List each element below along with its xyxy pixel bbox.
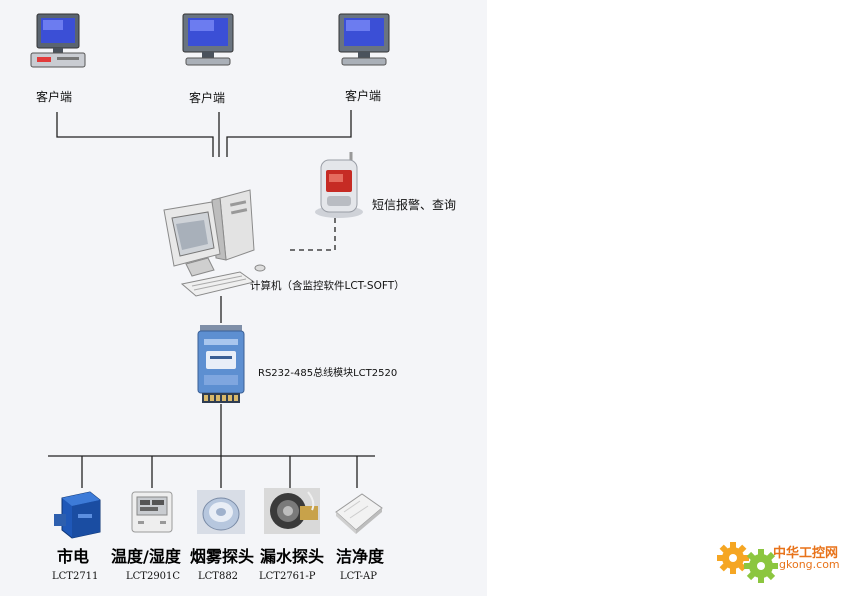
client-computer-icon (182, 13, 234, 66)
smoke-detector-icon (197, 490, 245, 534)
power-monitor-icon (54, 491, 101, 539)
device-model: LCT882 (198, 571, 239, 582)
device-name: 市电 (57, 547, 90, 566)
gear-logo-icon (717, 542, 778, 583)
device-model: LCT-AP (340, 571, 378, 582)
client-label: 客户端 (36, 90, 73, 104)
device-model: LCT2711 (52, 571, 99, 582)
device-name: 漏水探头 (260, 547, 325, 566)
device-name: 洁净度 (336, 547, 385, 566)
server-computer-icon (163, 189, 266, 297)
client-link-left (56, 112, 214, 157)
client-label: 客户端 (345, 89, 382, 103)
sms-label: 短信报警、查询 (372, 198, 457, 212)
cleanliness-sensor-icon (335, 493, 383, 534)
client-computer-icon (30, 13, 86, 68)
bus-module-icon (197, 325, 245, 403)
client-label: 客户端 (189, 91, 226, 105)
client-computer-icon (338, 13, 390, 66)
sms-link (290, 218, 336, 251)
watermark-title: 中华工控网 (773, 546, 839, 561)
device-name: 温度/湿度 (111, 547, 181, 566)
device-model: LCT2901C (126, 571, 181, 582)
water-leak-sensor-icon (264, 488, 320, 534)
device-model: LCT2761-P (259, 571, 316, 582)
watermark-url: gkong.com (779, 558, 840, 571)
device-name: 烟雾探头 (190, 547, 255, 566)
server-label: 计算机（含监控软件LCT-SOFT） (250, 280, 405, 292)
bus-module-label: RS232-485总线模块LCT2520 (258, 368, 398, 379)
temperature-humidity-sensor-icon (131, 491, 173, 533)
client-link-right (226, 110, 352, 157)
mobile-phone-icon (315, 152, 363, 218)
